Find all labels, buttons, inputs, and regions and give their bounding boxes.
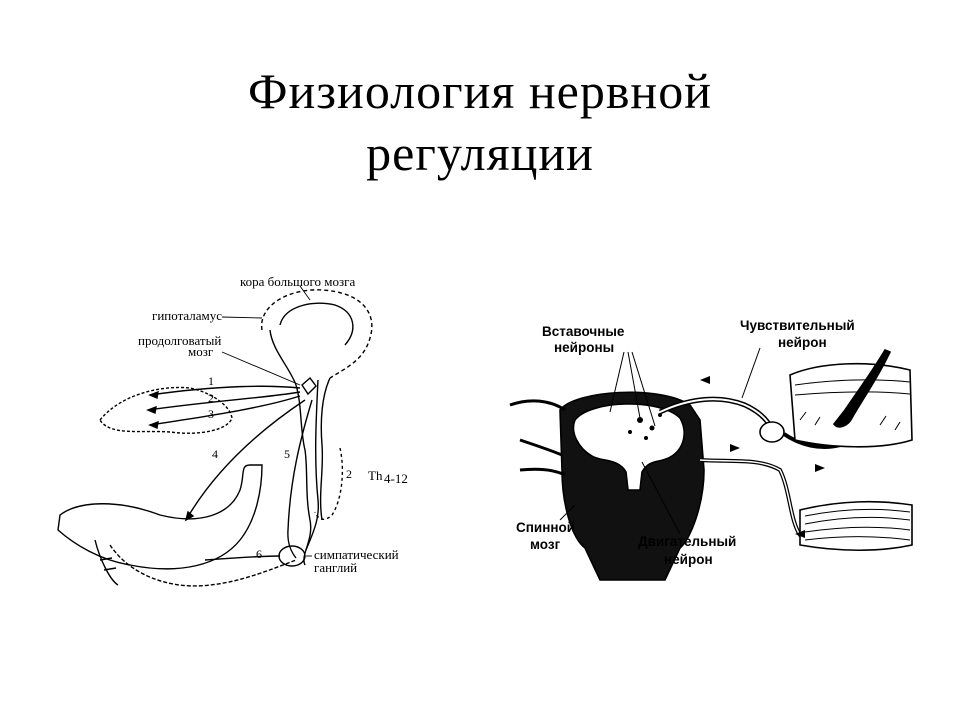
nerve-6 xyxy=(204,555,281,561)
leader-hypothalamus xyxy=(221,316,263,319)
label-ganglion-1: симпатический xyxy=(314,547,399,562)
cortex-inner xyxy=(279,302,354,346)
dorsal-ganglion xyxy=(759,421,785,443)
left-roots xyxy=(509,399,566,477)
title-line-1: Физиология нервной xyxy=(248,63,712,119)
pointer-interneurons xyxy=(609,351,656,427)
intestine-tail xyxy=(94,539,119,586)
intestine-outer xyxy=(57,464,263,570)
spinal-line xyxy=(305,379,320,551)
number-5: 5 xyxy=(284,447,290,461)
number-3: 3 xyxy=(208,407,214,421)
left-diagram xyxy=(57,285,373,587)
interneuron-dots xyxy=(628,413,662,440)
label-interneurons-2: нейроны xyxy=(554,340,614,355)
number-2: 2 xyxy=(208,391,214,405)
thoracic-cord xyxy=(314,447,344,520)
hair-follicle xyxy=(833,349,892,428)
label-motor-1: Двигательный xyxy=(638,534,736,549)
leader-cortex xyxy=(299,285,311,301)
label-spinal-2: мозг xyxy=(530,537,561,552)
cortex-outline xyxy=(261,289,373,379)
intestine-lower xyxy=(109,544,297,587)
label-segment-sub: 4-12 xyxy=(384,471,408,486)
label-ganglion-2: ганглий xyxy=(314,560,357,575)
slide-title: Физиология нервной регуляции xyxy=(0,60,960,184)
brain-stem-right xyxy=(319,377,331,521)
pointer-spinal xyxy=(559,504,576,521)
label-sensory-2: нейрон xyxy=(778,335,827,350)
medulla-neuron xyxy=(301,376,317,396)
skin-hatching xyxy=(794,379,911,431)
label-motor-2: нейрон xyxy=(664,552,713,567)
grey-matter xyxy=(572,403,685,491)
title-line-2: регуляции xyxy=(366,125,594,181)
number-1: 1 xyxy=(208,374,214,388)
label-sensory-1: Чувствительный xyxy=(740,318,855,333)
label-segment: Th xyxy=(368,468,383,483)
muscle xyxy=(799,500,913,552)
label-medulla-1: продолговатый xyxy=(138,333,221,348)
muscle-fibers xyxy=(804,508,911,541)
nerve-1 xyxy=(149,385,301,396)
label-interneurons-1: Вставочные xyxy=(542,324,625,339)
right-diagram xyxy=(509,347,913,581)
label-hypothalamus: гипоталамус xyxy=(152,308,222,323)
pointer-motor xyxy=(641,461,681,535)
label-spinal-1: Спинной xyxy=(516,520,575,535)
arrow-heads xyxy=(146,390,195,522)
number-4: 4 xyxy=(212,447,218,461)
number-6: 6 xyxy=(256,547,262,561)
pointer-sensory xyxy=(741,347,761,399)
nerve-5 xyxy=(287,399,313,559)
brain-stem xyxy=(269,329,312,566)
nerve-2 xyxy=(147,391,301,411)
label-medulla-2: мозг xyxy=(188,344,213,359)
sympathetic-ganglion xyxy=(278,545,306,567)
number-2-spinal: 2 xyxy=(346,467,352,481)
sensory-fiber-inner xyxy=(659,398,773,431)
nerve-3 xyxy=(149,395,301,426)
leader-medulla xyxy=(221,351,301,386)
nerve-4 xyxy=(185,399,306,521)
label-cortex: кора большого мозга xyxy=(240,274,355,289)
